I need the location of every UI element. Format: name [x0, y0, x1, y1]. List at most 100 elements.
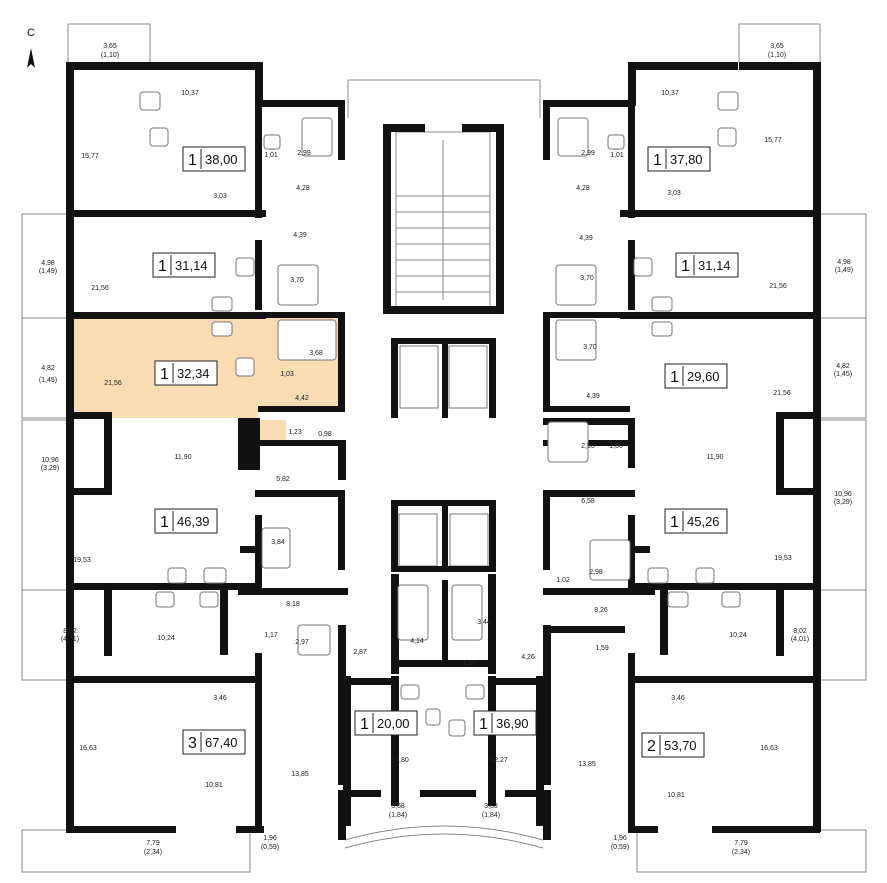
apartment-room-count: 1	[160, 366, 169, 383]
room-area-label: 1,02	[556, 577, 570, 584]
wall-segment	[712, 826, 820, 833]
fixture-icon	[651, 296, 673, 312]
room-area-label: 4,14	[410, 638, 424, 645]
room-area-label: 5,82	[276, 476, 290, 483]
wall-segment	[620, 210, 820, 217]
apartment-room-count: 1	[479, 716, 488, 733]
apartment-badge-frame	[675, 252, 739, 278]
apartment-area: 53,70	[664, 738, 697, 753]
apartment-room-count: 3	[188, 735, 197, 752]
room-area-label: 11,90	[175, 454, 192, 461]
room-area-label: (4,01)	[791, 636, 809, 643]
apartment-area: 67,40	[205, 735, 238, 750]
fixture-icon	[451, 584, 483, 641]
fixture-icon	[547, 421, 589, 463]
wall-segment	[255, 515, 262, 590]
wall-segment	[632, 546, 650, 553]
wall-segment	[255, 100, 262, 218]
fixture-icon	[647, 567, 669, 584]
wall-segment	[628, 653, 635, 833]
fixture-icon	[589, 539, 631, 581]
room-area-label: 3,70	[583, 344, 597, 351]
wall-segment	[543, 312, 633, 318]
fixture-icon	[155, 591, 175, 608]
room-area-label: (0,59)	[261, 844, 279, 851]
room-area-label: 15,77	[81, 153, 99, 160]
room-area-label: 4,39	[579, 235, 593, 242]
apartment-room-count: 1	[653, 152, 662, 169]
room-area-label: (1,45)	[834, 371, 852, 378]
apartment-area: 46,39	[177, 514, 210, 529]
staircase	[395, 131, 491, 311]
fixture-icon	[199, 591, 219, 608]
room-area-label: 2,97	[295, 639, 309, 646]
fixture-icon	[555, 264, 597, 306]
room-area-label: 10,96	[834, 491, 852, 498]
apartment-badge-frame	[664, 508, 728, 534]
room-area-label: 4,98	[41, 260, 55, 267]
wall-segment	[632, 583, 820, 590]
room-area-label: 3,65	[103, 43, 117, 50]
wall-segment	[66, 676, 256, 683]
apartment-area: 37,80	[670, 152, 703, 167]
room-area-label: 10,81	[205, 782, 223, 789]
fixture-icon	[717, 91, 739, 111]
north-arrow-icon	[27, 48, 35, 68]
wall-segment	[813, 62, 821, 832]
wall-segment	[420, 790, 476, 797]
room-area-label: 4,28	[296, 185, 310, 192]
fixture-icon	[555, 319, 597, 361]
wall-segment	[258, 406, 345, 412]
wall-segment	[488, 574, 496, 674]
fixture-icon	[717, 127, 737, 147]
apartment-room-count: 1	[158, 258, 167, 275]
wall-segment	[66, 412, 106, 419]
room-area-label: (1,84)	[482, 812, 500, 819]
wall-segment	[628, 62, 738, 70]
fixture-icon	[149, 127, 169, 147]
wall-segment	[462, 124, 504, 132]
wall-segment	[543, 406, 630, 412]
fixture-icon	[397, 584, 429, 641]
room-area-label: 19,53	[73, 557, 91, 564]
wall-segment	[66, 312, 266, 319]
fixture-icon	[167, 567, 187, 584]
room-area-label: 13,85	[578, 761, 596, 768]
wall-segment	[442, 338, 448, 418]
wall-segment	[391, 574, 399, 674]
wall-segment	[255, 100, 345, 107]
wall-segment	[338, 490, 345, 570]
apartment-room-count: 1	[188, 152, 197, 169]
room-area-label: 4,39	[293, 232, 307, 239]
wall-segment	[128, 62, 136, 70]
room-area-label: 2,99	[297, 150, 311, 157]
room-area-label: 4,98	[837, 259, 851, 266]
room-area-label: (1,45)	[39, 377, 57, 384]
fixture-icon	[139, 91, 161, 111]
wall-segment	[240, 546, 258, 553]
selected-apartment-highlight[interactable]	[258, 420, 286, 442]
room-area-label: 3,68	[484, 803, 498, 810]
wall-segment	[383, 124, 391, 314]
wall-segment	[543, 490, 635, 497]
apartment-area: 31,14	[175, 258, 208, 273]
wall-segment	[338, 100, 345, 160]
wall-segment	[238, 418, 260, 470]
room-area-label: 21,56	[769, 283, 787, 290]
room-area-label: (1,49)	[835, 267, 853, 274]
wall-segment	[543, 588, 655, 595]
room-area-label: 3,65	[770, 43, 784, 50]
